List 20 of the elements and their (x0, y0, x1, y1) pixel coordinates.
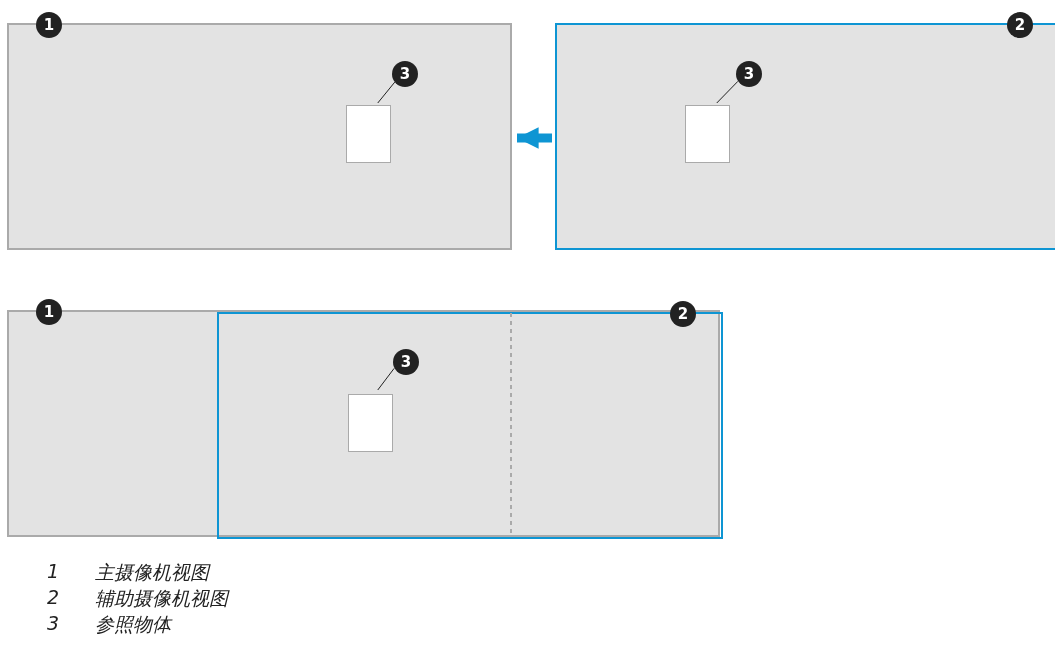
arrow (517, 127, 552, 149)
callout-number: 2 (1007, 12, 1033, 38)
legend-text: 参照物体 (95, 612, 171, 637)
leader-line (716, 80, 739, 104)
legend-number: 1 (47, 560, 60, 582)
legend-text: 主摄像机视图 (95, 560, 209, 585)
leader-line (377, 81, 396, 104)
callout-number: 2 (670, 301, 696, 327)
reference-object (346, 105, 391, 163)
legend-number: 2 (47, 586, 60, 608)
callout-number: 1 (36, 299, 62, 325)
legend-number: 3 (47, 612, 60, 634)
callout-number: 3 (393, 349, 419, 375)
reference-object (348, 394, 393, 452)
leader-line (377, 367, 395, 391)
reference-object (685, 105, 730, 163)
legend-text: 辅助摄像机视图 (95, 586, 228, 611)
callout-number: 3 (392, 61, 418, 87)
callout-number: 1 (36, 12, 62, 38)
callout-number: 3 (736, 61, 762, 87)
